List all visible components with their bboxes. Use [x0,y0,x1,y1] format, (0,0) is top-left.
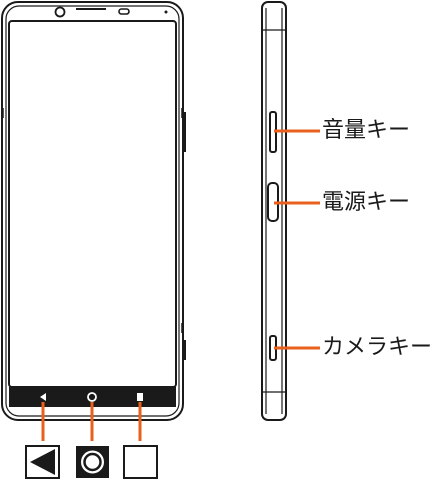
side-callout-lines [274,129,320,350]
recents-square-icon[interactable] [123,445,158,479]
nav-home-icon[interactable] [87,392,97,402]
back-key-frame [25,445,60,479]
phone-front-view [1,1,184,421]
front-volume-bump [183,112,186,152]
nav-recents-icon[interactable] [137,393,143,401]
power-key-label: 電源キー [322,190,411,215]
proximity-sensor [118,8,130,15]
phone-front-bezel [5,5,180,417]
phone-front-body [1,1,184,421]
navigation-bar [9,387,176,407]
phone-side-body [261,1,287,421]
volume-key-label: 音量キー [322,118,411,143]
home-circle-inner [83,452,102,472]
camera-key-label: カメラキー [322,335,433,360]
back-triangle-icon[interactable] [30,449,55,475]
phone-screen [8,20,177,388]
front-camera-bump [183,340,186,360]
phone-side-view [261,1,287,421]
nav-callout-lines [41,402,142,441]
nav-back-icon[interactable] [40,393,46,401]
notification-dot [164,10,168,14]
front-camera [54,6,66,18]
